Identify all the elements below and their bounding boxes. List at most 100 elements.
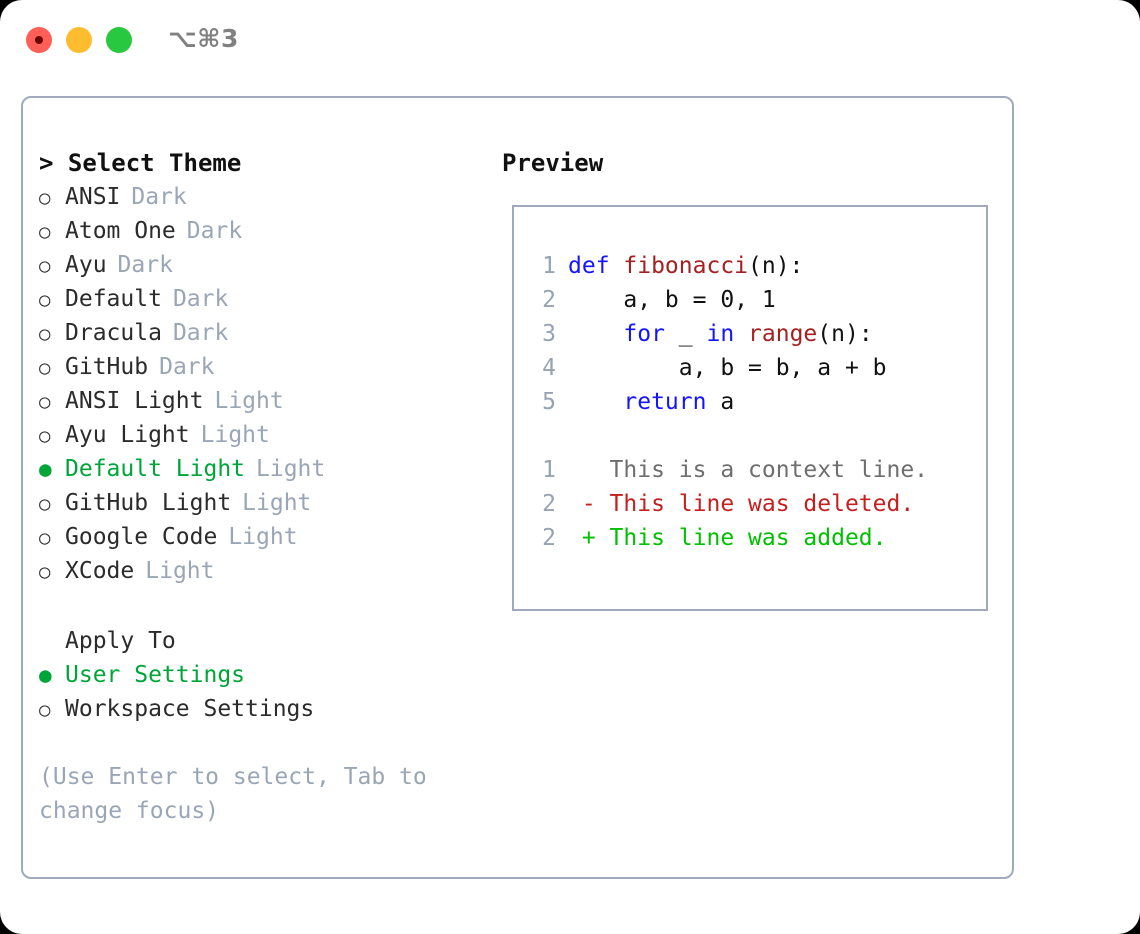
apply-option-label: Workspace Settings — [65, 696, 315, 722]
select-theme-heading: > Select Theme — [39, 149, 242, 177]
apply-option-user-settings[interactable]: ● User Settings — [39, 658, 499, 692]
line-number: 5 — [542, 389, 556, 415]
diff-line: 2 + This line was added. — [526, 521, 980, 555]
theme-variant-tag: Dark — [186, 218, 243, 244]
theme-option-label: ANSI — [65, 184, 121, 210]
radio-unselected-icon: ○ — [39, 323, 51, 345]
code-line: 5 return a — [526, 385, 980, 419]
close-icon — [35, 36, 43, 44]
line-number: 1 — [542, 457, 556, 483]
code-line-content: for _ in range(n): — [568, 317, 873, 351]
line-number: 3 — [542, 321, 556, 347]
code-line: 4 a, b = b, a + b — [526, 351, 980, 385]
code-line-content: a, b = b, a + b — [568, 351, 887, 385]
apply-option-label: User Settings — [65, 662, 246, 688]
section-spacer — [39, 588, 499, 624]
theme-variant-tag: Light — [242, 490, 312, 516]
code-line: 3 for _ in range(n): — [526, 317, 980, 351]
radio-unselected-icon: ○ — [39, 425, 51, 447]
radio-selected-icon: ● — [39, 457, 52, 481]
theme-variant-tag: Light — [256, 456, 326, 482]
code-line-content: + This line was added. — [568, 521, 887, 555]
code-line: 1 def fibonacci(n): — [526, 249, 980, 283]
apply-to-heading: Apply To — [65, 628, 176, 654]
code-line-content: return a — [568, 385, 734, 419]
theme-option-label: Ayu Light — [65, 422, 190, 448]
code-token-kw: in — [706, 321, 735, 347]
code-token-plain: a, b = b, a + b — [568, 355, 887, 381]
radio-unselected-icon: ○ — [39, 255, 51, 277]
code-token-plain: (n): — [817, 321, 873, 347]
code-token-plain — [568, 389, 623, 415]
theme-variant-tag: Light — [145, 558, 215, 584]
code-line-content: def fibonacci(n): — [568, 249, 803, 283]
theme-variant-tag: Dark — [172, 320, 229, 346]
line-number: 2 — [542, 491, 556, 517]
code-line-content: This is a context line. — [568, 453, 929, 487]
theme-variant-tag: Dark — [159, 354, 215, 380]
window-shortcut-label: ⌥⌘3 — [168, 24, 239, 53]
line-number: 1 — [542, 253, 556, 279]
radio-unselected-icon: ○ — [39, 561, 51, 583]
code-token-plain: a — [706, 389, 735, 415]
code-line-content: - This line was deleted. — [568, 487, 914, 521]
theme-option-label: GitHub — [65, 354, 149, 380]
radio-selected-icon: ● — [39, 663, 52, 687]
theme-option-github[interactable]: ○ GitHub Dark — [39, 350, 499, 384]
radio-unselected-icon: ○ — [39, 699, 51, 721]
theme-option-dracula[interactable]: ○ Dracula Dark — [39, 316, 499, 350]
theme-option-ayu[interactable]: ○ Ayu Dark — [39, 248, 499, 282]
code-token-plain: _ — [664, 321, 707, 347]
code-token-plain: (n): — [748, 253, 804, 279]
code-blank-line — [526, 419, 980, 453]
minimize-window-button[interactable] — [66, 27, 92, 53]
theme-option-label: Default Light — [65, 456, 246, 482]
theme-option-default-light[interactable]: ● Default Light Light — [39, 452, 499, 486]
code-token-del: - This line was deleted. — [568, 491, 915, 517]
radio-unselected-icon: ○ — [39, 221, 51, 243]
apply-option-workspace-settings[interactable]: ○ Workspace Settings — [39, 692, 499, 726]
code-token-kw: for — [623, 321, 665, 347]
theme-option-ayu-light[interactable]: ○ Ayu Light Light — [39, 418, 499, 452]
code-token-fn: fibonacci — [623, 253, 749, 279]
maximize-window-button[interactable] — [106, 27, 132, 53]
line-number: 2 — [542, 525, 556, 551]
theme-option-label: XCode — [65, 558, 135, 584]
diff-sample: 1 This is a context line. 2 - This line w… — [526, 453, 980, 555]
apply-to-list: ● User Settings ○ Workspace Settings — [39, 658, 499, 726]
code-token-kw: return — [623, 389, 707, 415]
radio-unselected-icon: ○ — [39, 289, 51, 311]
theme-variant-tag: Light — [228, 524, 298, 550]
preview-heading: Preview — [502, 149, 604, 177]
code-token-ctx: This is a context line. — [568, 457, 929, 483]
theme-variant-tag: Light — [214, 388, 284, 414]
code-token-fn: range — [748, 321, 818, 347]
theme-option-label: Ayu — [65, 252, 107, 278]
line-number: 4 — [542, 355, 556, 381]
theme-variant-tag: Dark — [117, 252, 173, 278]
theme-option-xcode[interactable]: ○ XCode Light — [39, 554, 499, 588]
code-token-add: + This line was added. — [568, 525, 887, 551]
theme-variant-tag: Light — [200, 422, 270, 448]
radio-unselected-icon: ○ — [39, 493, 51, 515]
theme-option-label: Dracula — [65, 320, 162, 346]
radio-unselected-icon: ○ — [39, 357, 51, 379]
theme-option-label: Default — [65, 286, 162, 312]
title-bar: ⌥⌘3 — [0, 0, 1140, 78]
theme-option-label: ANSI Light — [65, 388, 204, 414]
theme-variant-tag: Dark — [131, 184, 187, 210]
